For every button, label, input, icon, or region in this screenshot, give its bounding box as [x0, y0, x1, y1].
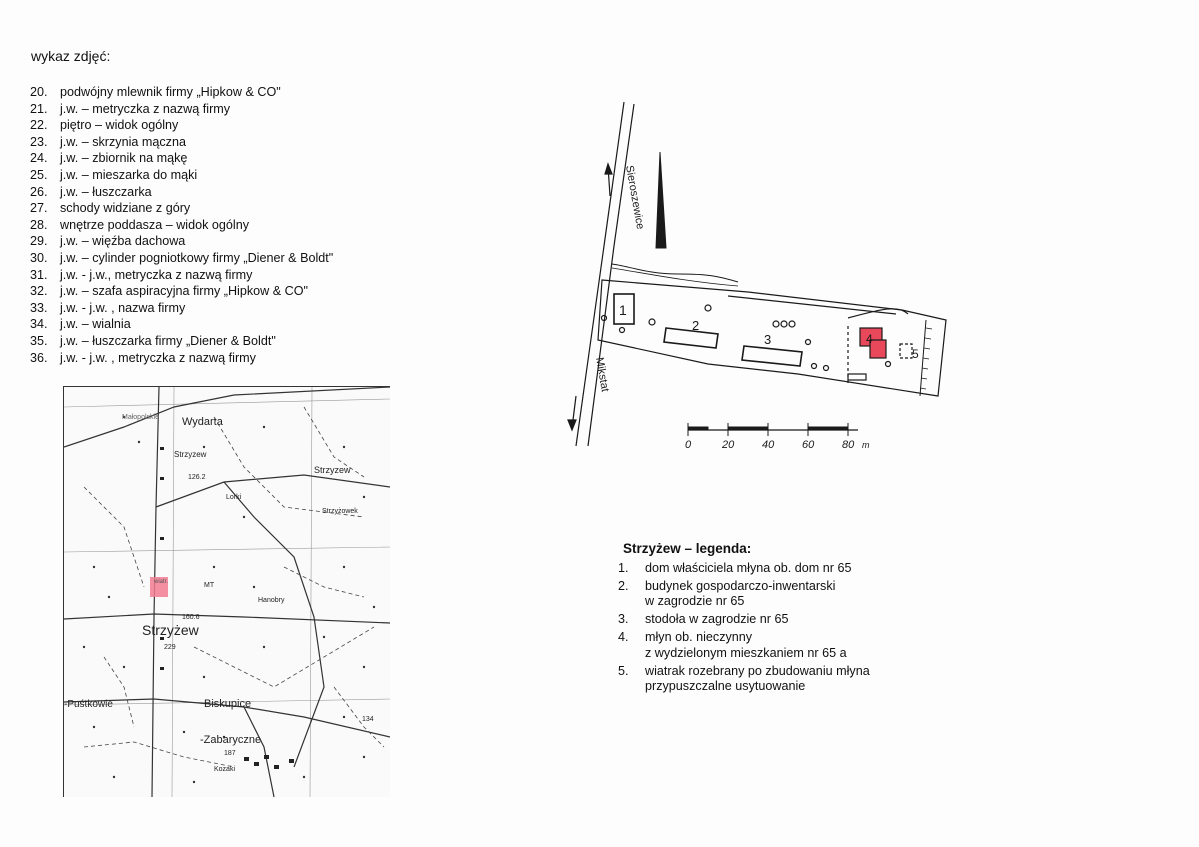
map-label-pustkowie: -Puśtkowie: [64, 699, 113, 710]
photo-item: 32.j.w. – szafa aspiracyjna firmy „Hipko…: [30, 284, 309, 299]
map-label-strzyzowek: Strzyżowek: [322, 508, 358, 515]
legend-item: 3. stodoła w zagrodzie nr 65: [618, 612, 789, 627]
scale-tick-0: 0: [685, 439, 692, 451]
building-label-5: 5: [912, 347, 919, 361]
map-label-lorki: Lorki: [226, 494, 242, 501]
photo-item: 26.j.w. – łuszczarka: [30, 184, 152, 199]
scale-tick-80: 80: [842, 439, 855, 451]
map-label-elev-1606: 160.6: [182, 614, 200, 621]
map-label-wydarta: Wydarta: [182, 416, 224, 428]
map-label-strzyzew: Strzyżew: [142, 622, 200, 638]
building-label-3: 3: [764, 332, 771, 347]
road-label-south: Mikstat: [593, 356, 611, 392]
map-label-mt: MT: [204, 582, 215, 589]
site-plan: Sieroszewice Mikstat 1 2 3 4 5 0 20 40 6…: [548, 96, 958, 471]
legend-list: 1. dom właściciela młyna ob. dom nr 65 2…: [618, 561, 870, 695]
scale-tick-40: 40: [762, 439, 775, 451]
site-plan-drawing: Sieroszewice Mikstat 1 2 3 4 5 0 20 40 6…: [567, 101, 947, 451]
photo-item: 33.j.w. - j.w. , nazwa firmy: [30, 300, 186, 315]
photo-item: 34.j.w. – wialnia: [30, 317, 131, 332]
photo-item: 24.j.w. – zbiornik na mąkę: [30, 151, 188, 166]
legend-title: Strzyżew – legenda:: [623, 541, 752, 556]
legend-item: 5. wiatrak rozebrany po zbudowaniu młyna…: [618, 663, 870, 694]
photo-item: 23.j.w. – skrzynia mączna: [30, 134, 186, 149]
map-label-zabaryczne: -Zabaryczne: [200, 734, 261, 746]
map-label-mill: wiatr.: [153, 579, 168, 585]
building-label-1: 1: [619, 302, 627, 318]
topographic-map: Wydarta Strzyzew 126.2 Strzyzew Strzyżow…: [63, 386, 391, 798]
photo-item: 28.wnętrze poddasza – widok ogólny: [30, 217, 250, 232]
photo-item: 30.j.w. – cylinder pogniotkowy firmy „Di…: [30, 250, 334, 265]
building-label-2: 2: [692, 318, 699, 333]
mill-location-marker: [150, 577, 168, 597]
photo-item: 35.j.w. – łuszczarka firmy „Diener & Bol…: [30, 333, 276, 348]
map-label-strzyzew-ne: Strzyzew: [314, 465, 351, 475]
scale-tick-60: 60: [802, 439, 815, 451]
map-label-malopolskie: Małopolskie: [122, 414, 159, 421]
map-label-biskupice: Biskupice: [204, 698, 251, 710]
photo-item: 20.podwójny mlewnik firmy „Hipkow & CO": [30, 85, 281, 99]
photo-item: 36.j.w. - j.w. , metryczka z nazwą firmy: [30, 350, 256, 365]
map-label-elev-1262: 126.2: [188, 474, 206, 481]
photo-item: 27.schody widziane z góry: [30, 201, 191, 216]
scale-unit: m: [862, 440, 870, 450]
photo-item: 22.piętro – widok ogólny: [30, 118, 179, 133]
topographic-map-drawing: Wydarta Strzyzew 126.2 Strzyzew Strzyżow…: [63, 386, 391, 798]
photo-item: 25.j.w. – mieszarka do mąki: [30, 167, 198, 182]
map-label-kozaki: Kozaki: [214, 766, 235, 773]
map-label-elev-229: 229: [164, 644, 176, 651]
map-label-elev-187: 187: [224, 750, 236, 757]
photo-list-heading: wykaz zdjęć:: [31, 48, 111, 64]
map-label-strzyzew-n: Strzyzew: [174, 450, 207, 459]
photo-item: 29.j.w. – więźba dachowa: [30, 234, 186, 249]
mill-building: [859, 327, 887, 359]
photo-item: 31.j.w. - j.w., metryczka z nazwą firmy: [30, 267, 253, 282]
scale-bar: [687, 423, 858, 436]
map-label-hanobry: Hanobry: [258, 597, 285, 604]
scale-tick-20: 20: [721, 439, 735, 451]
north-arrow-icon: [655, 151, 667, 249]
building-label-4: 4: [866, 332, 873, 346]
legend-item: 1. dom właściciela młyna ob. dom nr 65: [618, 560, 852, 575]
photo-list: 20.podwójny mlewnik firmy „Hipkow & CO" …: [30, 84, 333, 366]
map-label-elev-134: 134: [362, 716, 374, 723]
legend: Strzyżew – legenda: 1. dom właściciela m…: [618, 541, 870, 697]
photo-item: 21.j.w. – metryczka z nazwą firmy: [30, 101, 231, 116]
road-label-north: Sieroszewice: [623, 164, 646, 230]
